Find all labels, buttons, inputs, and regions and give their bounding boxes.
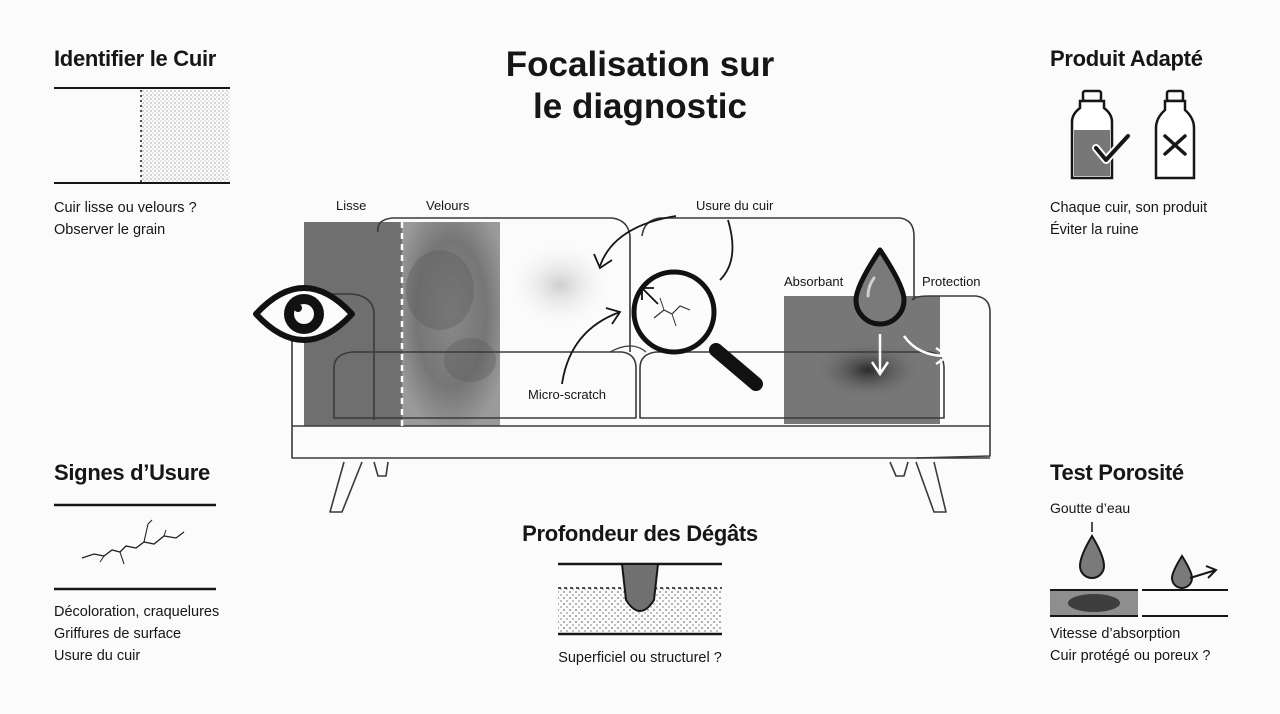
absorbed-stain xyxy=(816,342,920,398)
panel-heading-depth: Profondeur des Dégâts xyxy=(522,521,758,546)
porosity-line-1: Vitesse d’absorption xyxy=(1050,626,1181,642)
panel-identify-leather: Identifier le Cuir xyxy=(54,46,254,72)
callout-protection: Protection xyxy=(922,274,981,289)
water-drop-icon xyxy=(1078,534,1106,579)
porosity-test-illustration xyxy=(1050,522,1228,617)
panel-damage-depth: Profondeur des Dégâts xyxy=(490,521,790,547)
porosity-drop-label: Goutte d’eau xyxy=(1050,500,1131,516)
damage-depth-illustration xyxy=(558,562,722,636)
panel-text-wear: Décoloration, craquelures Griffures de s… xyxy=(54,601,219,667)
page-title: Focalisation sur le diagnostic xyxy=(440,44,840,128)
panel-text-identify: Cuir lisse ou velours ? Observer le grai… xyxy=(54,197,197,241)
callout-smooth: Lisse xyxy=(336,198,367,213)
panel-heading-identify: Identifier le Cuir xyxy=(54,46,217,71)
bottle-check-icon xyxy=(1070,89,1132,180)
panel-text-product: Chaque cuir, son produit Éviter la ruine xyxy=(1050,197,1207,241)
panel-text-porosity: Vitesse d’absorption Cuir protégé ou por… xyxy=(1050,623,1210,667)
wear-line-2: Griffures de surface xyxy=(54,626,182,642)
bottle-cross-icon xyxy=(1154,89,1196,180)
depth-caption: Superficiel ou structurel ? xyxy=(558,650,722,666)
panel-heading-product: Produit Adapté xyxy=(1050,46,1203,71)
callout-scratch: Micro-scratch xyxy=(528,387,607,402)
callout-wear: Usure du cuir xyxy=(696,198,774,213)
identify-line-2: Observer le grain xyxy=(54,222,166,238)
callout-suede: Velours xyxy=(426,198,470,213)
title-line-2: le diagnostic xyxy=(533,87,747,126)
eye-icon xyxy=(253,285,355,343)
panel-product: Produit Adapté xyxy=(1050,46,1250,72)
callout-absorbent: Absorbant xyxy=(784,274,844,289)
water-drop-icon xyxy=(853,247,907,327)
crack-illustration xyxy=(54,503,216,591)
suede-leather-zone xyxy=(402,222,500,426)
porosity-line-2: Cuir protégé ou poreux ? xyxy=(1050,648,1211,664)
worn-area xyxy=(505,240,615,330)
panel-heading-porosity: Test Porosité xyxy=(1050,460,1184,485)
wear-line-1: Décoloration, craquelures xyxy=(54,604,220,620)
identify-line-1: Cuir lisse ou velours ? xyxy=(54,200,197,216)
product-line-1: Chaque cuir, son produit xyxy=(1050,200,1208,216)
panel-heading-wear: Signes d’Usure xyxy=(54,460,210,485)
wear-line-3: Usure du cuir xyxy=(54,648,141,664)
leather-swatch-illustration xyxy=(54,87,230,184)
title-line-1: Focalisation sur xyxy=(505,45,775,84)
magnifier-icon xyxy=(631,269,763,391)
panel-wear-signs: Signes d’Usure xyxy=(54,460,274,486)
panel-porosity-test: Test Porosité xyxy=(1050,460,1250,486)
product-line-2: Éviter la ruine xyxy=(1050,222,1139,238)
